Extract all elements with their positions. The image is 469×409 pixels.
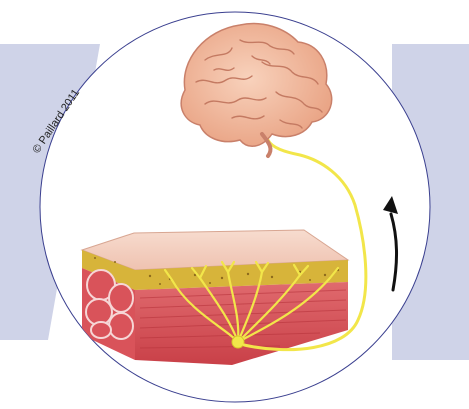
- receptor-node: [232, 336, 244, 348]
